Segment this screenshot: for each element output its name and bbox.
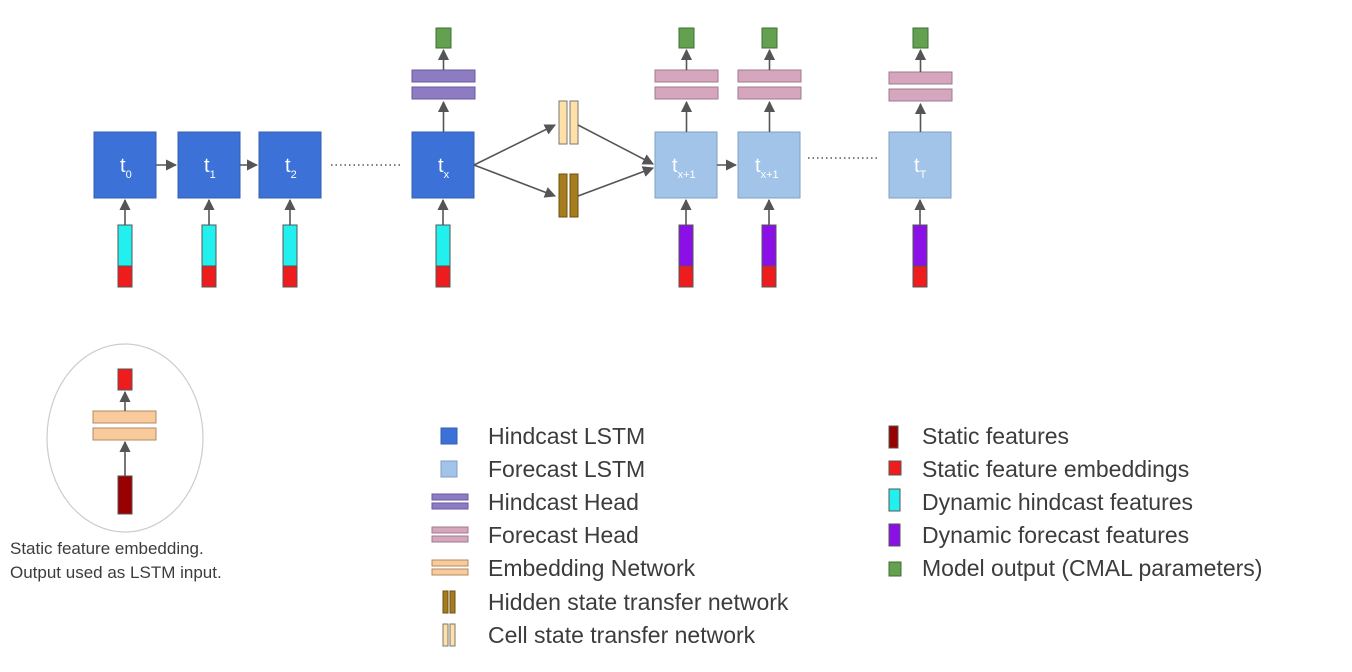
legend-label-static-feature-embeddings: Static feature embeddings — [922, 456, 1190, 482]
cell-T-label: tT — [914, 155, 927, 181]
forecast-lstm-swatch-icon — [440, 460, 458, 478]
cell-x1b-label: tx+1 — [755, 155, 779, 181]
cell-x-label: tx — [438, 155, 450, 181]
caption-line-1: Static feature embedding. — [10, 539, 204, 558]
legend-label-hidden-state-transfer: Hidden state transfer network — [488, 589, 789, 615]
dynamic-forecast-features-swatch-icon — [888, 523, 901, 547]
caption-line-2: Output used as LSTM input. — [10, 563, 222, 582]
hindcast-lstm-swatch-icon — [440, 427, 458, 445]
up-arrows-heads — [437, 48, 927, 132]
cell-state-transfer-swatch-icon — [442, 623, 456, 647]
up-arrows-inputs — [119, 198, 926, 225]
forecast-inputs — [678, 224, 928, 288]
legend-swatches-right — [888, 425, 902, 577]
legend-label-hindcast-head: Hindcast Head — [488, 489, 639, 515]
forecast-cell-x1: tx+1 — [654, 131, 718, 199]
hindcast-head-swatch-icon — [431, 493, 469, 510]
hidden-state-transfer-swatch-icon — [442, 590, 456, 614]
hindcast-cell-0: t0 — [93, 131, 157, 199]
legend-label-dynamic-hindcast-features: Dynamic hindcast features — [922, 489, 1194, 515]
embedding-network-swatch-icon — [431, 559, 469, 576]
legend-swatches-left — [431, 427, 469, 647]
cell-x1-label: tx+1 — [672, 155, 696, 181]
static-embedding-inset — [46, 343, 204, 533]
cell-0-label: t0 — [120, 155, 132, 181]
legend-label-forecast-head: Forecast Head — [488, 522, 639, 548]
legend-label-dynamic-forecast-features: Dynamic forecast features — [922, 522, 1190, 548]
forecast-cell-x1b: tx+1 — [737, 131, 801, 199]
forecast-head-swatch-icon — [431, 526, 469, 543]
cell-1-label: t1 — [204, 155, 216, 181]
model-output-swatch-icon — [888, 561, 902, 577]
forecast-head-2 — [737, 69, 802, 100]
static-features-swatch-icon — [888, 425, 899, 449]
hindcast-inputs — [117, 224, 451, 288]
cell-2-label: t2 — [285, 155, 297, 181]
legend-label-cell-state-transfer: Cell state transfer network — [488, 622, 756, 648]
hindcast-head — [411, 69, 476, 100]
legend-label-embedding-network: Embedding Network — [488, 555, 696, 581]
legend-label-model-output: Model output (CMAL parameters) — [922, 555, 1263, 581]
dynamic-hindcast-features-swatch-icon — [888, 488, 901, 512]
forecast-cell-T: tT — [888, 131, 952, 199]
hidden-state-transfer-network — [558, 173, 579, 218]
static-embedding-caption: Static feature embedding. Output used as… — [10, 537, 222, 585]
hindcast-cell-2: t2 — [258, 131, 322, 199]
forecast-head-1 — [654, 69, 719, 100]
legend-label-forecast-lstm: Forecast LSTM — [488, 456, 646, 482]
cell-state-transfer-network — [558, 100, 579, 145]
ellipsis-dots — [331, 157, 878, 166]
forecast-head-3 — [888, 71, 953, 102]
hindcast-cell-1: t1 — [177, 131, 241, 199]
transfer-arrows — [473, 124, 655, 198]
model-outputs — [435, 27, 929, 49]
legend-label-static-features: Static features — [922, 423, 1070, 449]
static-feature-embeddings-swatch-icon — [888, 460, 902, 476]
legend-label-hindcast-lstm: Hindcast LSTM — [488, 423, 646, 449]
hindcast-cell-x: tx — [411, 131, 475, 199]
